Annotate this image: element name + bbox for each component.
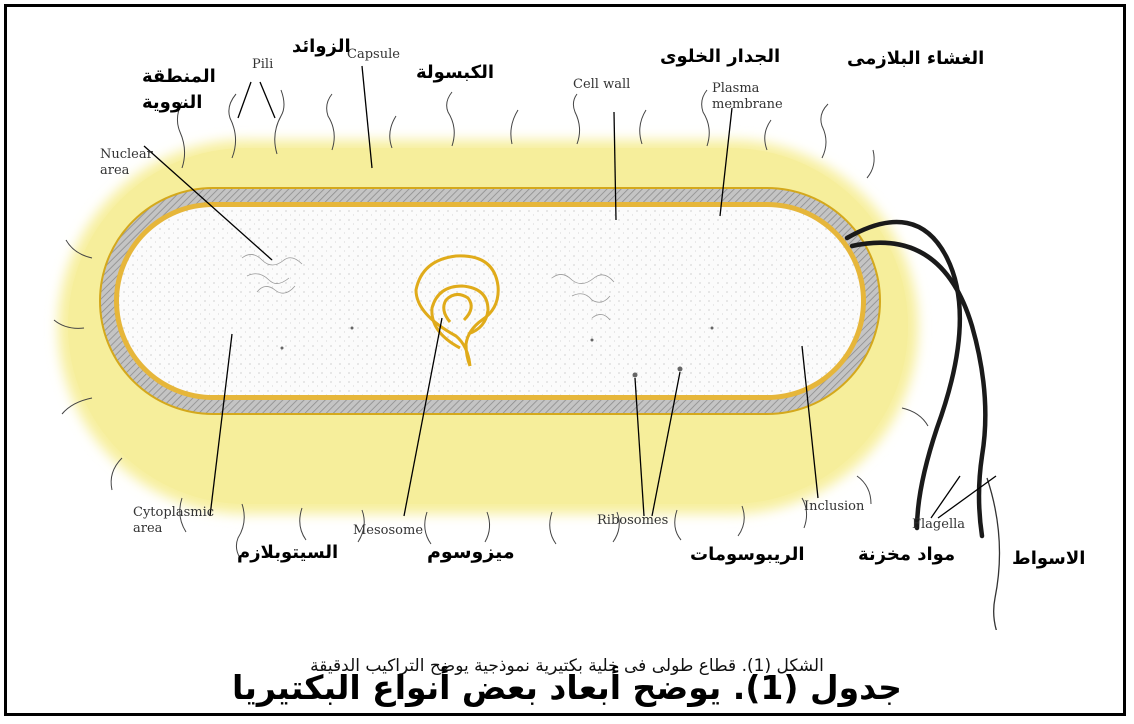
cytoplasm	[119, 207, 861, 395]
label-ar-capsule: الكبسولة	[416, 62, 494, 83]
label-ar-mesosome: ميزوسوم	[427, 541, 515, 563]
label-ar-ribosomes: الريبوسومات	[690, 544, 805, 565]
label-en-mesosome: Mesosome	[353, 523, 423, 538]
label-ar-cytoplasm: السيتوبلازم	[237, 542, 338, 563]
label-en-nuclear-2: area	[100, 163, 130, 178]
label-en-ribosomes: Ribosomes	[597, 513, 668, 528]
label-ar-inclusion: مواد مخزنة	[858, 544, 955, 565]
label-en-plasma-1: Plasma	[712, 81, 760, 96]
label-ar-flagella: الاسواط	[1012, 548, 1085, 569]
label-ar-pili: الزوائد	[292, 36, 351, 57]
label-ar-cell-wall: الجدار الخلوى	[660, 46, 780, 67]
table-caption: جدول (1). يوضح أبعاد بعض أنواع البكتيريا	[0, 668, 1134, 707]
label-en-plasma-2: membrane	[712, 97, 783, 112]
label-en-pili: Pili	[252, 57, 273, 72]
label-ar-plasma-membrane: الغشاء البلازمى	[847, 48, 984, 69]
label-en-cell-wall: Cell wall	[573, 77, 630, 92]
label-en-capsule: Capsule	[347, 47, 400, 62]
label-en-flagella: Flagella	[912, 517, 965, 532]
label-en-nuclear-1: Nuclear	[100, 147, 154, 162]
label-ar-nuclear-1: المنطقة	[142, 66, 216, 87]
bacterial-cell-diagram: Pili Capsule Nuclear area Cell wall Plas…	[32, 28, 1106, 630]
label-en-inclusion: Inclusion	[804, 499, 865, 514]
label-ar-nuclear-2: النووية	[142, 92, 202, 113]
diagram-svg: Pili Capsule Nuclear area Cell wall Plas…	[32, 28, 1106, 630]
label-en-cytoplasmic-2: area	[133, 521, 163, 536]
label-en-cytoplasmic-1: Cytoplasmic	[133, 505, 214, 520]
